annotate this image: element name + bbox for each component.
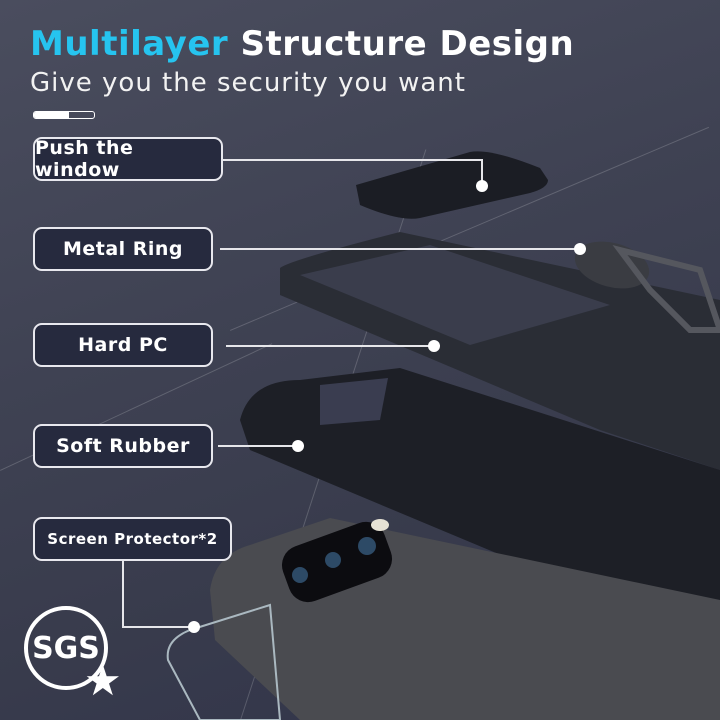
label-text: Metal Ring: [62, 238, 184, 260]
connector-line: [220, 248, 580, 250]
progress-indicator: [33, 111, 95, 119]
label-push-the-window: Push the window: [33, 137, 223, 181]
connector-dot: [428, 340, 440, 352]
star-icon: ★: [84, 656, 122, 705]
label-text: Hard PC: [78, 334, 168, 356]
connector-line: [481, 159, 483, 185]
connector-dot: [292, 440, 304, 452]
label-hard-pc: Hard PC: [33, 323, 213, 367]
connector-dot: [188, 621, 200, 633]
label-text: Push the window: [35, 137, 134, 181]
connector-line: [122, 626, 194, 628]
label-text: Soft Rubber: [56, 435, 190, 457]
connector-dot: [574, 243, 586, 255]
sgs-badge: SGS: [24, 606, 108, 690]
page-title: Multilayer Structure Design: [30, 24, 574, 64]
connector-line: [226, 345, 434, 347]
connector-line: [122, 561, 124, 627]
label-soft-rubber: Soft Rubber: [33, 424, 213, 468]
label-text: Screen Protector*2: [47, 530, 218, 548]
title-accent: Multilayer: [30, 24, 229, 64]
connector-dot: [476, 180, 488, 192]
title-rest: Structure Design: [240, 24, 575, 64]
connector-line: [223, 159, 481, 161]
label-metal-ring: Metal Ring: [33, 227, 213, 271]
subtitle: Give you the security you want: [30, 68, 466, 98]
label-screen-protector: Screen Protector*2: [33, 517, 232, 561]
connector-line: [218, 445, 298, 447]
sgs-text: SGS: [32, 630, 100, 666]
